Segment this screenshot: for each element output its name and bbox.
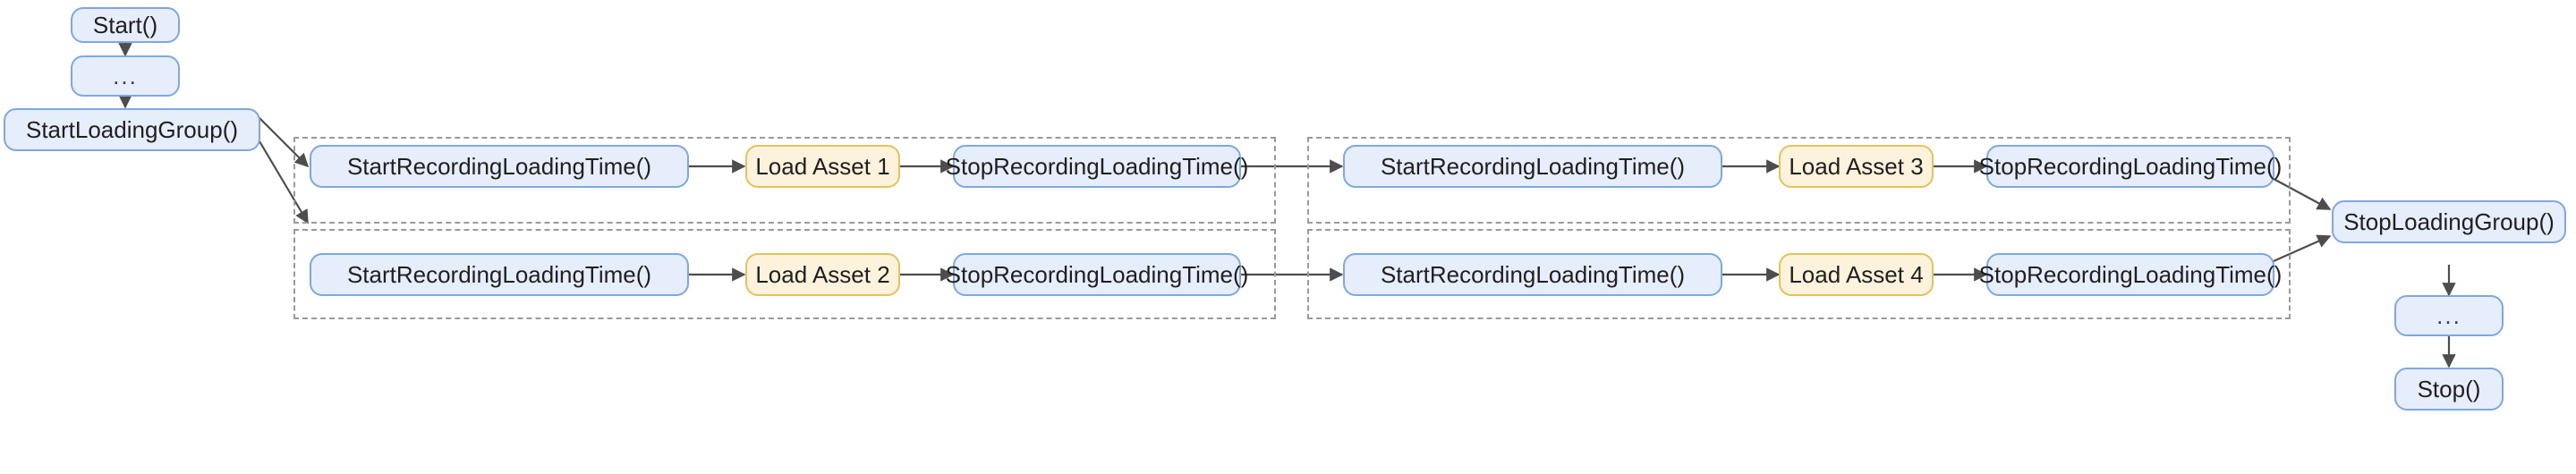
node-g2-l1-start-recording[interactable]: StartRecordingLoadingTime() <box>1343 145 1722 188</box>
node-start-label: Start() <box>92 11 158 38</box>
node-g1-l1-stop-recording-label: StopRecordingLoadingTime() <box>945 152 1249 180</box>
node-start-loading-group[interactable]: StartLoadingGroup() <box>4 108 260 151</box>
node-g1-l2-load-asset[interactable]: Load Asset 2 <box>745 253 900 296</box>
node-g1-l2-start-recording-label: StartRecordingLoadingTime() <box>346 260 652 288</box>
node-post-ellipsis[interactable]: ... <box>2394 295 2504 336</box>
node-g2-l1-load-asset[interactable]: Load Asset 3 <box>1779 145 1934 188</box>
node-g2-l1-stop-recording[interactable]: StopRecordingLoadingTime() <box>1979 145 2282 188</box>
node-g2-l2-start-recording[interactable]: StartRecordingLoadingTime() <box>1343 253 1722 296</box>
node-g1-l2-stop-recording[interactable]: StopRecordingLoadingTime() <box>946 253 1248 296</box>
node-stop-loading-group-label: StopLoadingGroup() <box>2343 207 2555 235</box>
node-g1-l1-stop-recording[interactable]: StopRecordingLoadingTime() <box>946 145 1248 188</box>
node-stop[interactable]: Stop() <box>2394 368 2504 411</box>
node-post-ellipsis-label: ... <box>2436 301 2461 329</box>
node-g2-l2-stop-recording[interactable]: StopRecordingLoadingTime() <box>1979 253 2282 296</box>
node-g1-l2-start-recording[interactable]: StartRecordingLoadingTime() <box>310 253 689 296</box>
node-g1-l1-start-recording[interactable]: StartRecordingLoadingTime() <box>310 145 689 188</box>
node-pre-ellipsis[interactable]: ... <box>71 55 180 97</box>
node-pre-ellipsis-label: ... <box>113 62 138 89</box>
node-stop-label: Stop() <box>2417 375 2481 402</box>
node-g2-l2-load-asset[interactable]: Load Asset 4 <box>1779 253 1934 296</box>
node-g2-l2-load-asset-label: Load Asset 4 <box>1789 260 1924 288</box>
node-g1-l2-load-asset-label: Load Asset 2 <box>755 260 890 288</box>
node-g2-l1-start-recording-label: StartRecordingLoadingTime() <box>1380 152 1686 180</box>
node-g1-l1-load-asset[interactable]: Load Asset 1 <box>745 145 900 188</box>
node-start-loading-group-label: StartLoadingGroup() <box>25 115 239 143</box>
node-stop-loading-group[interactable]: StopLoadingGroup() <box>2332 200 2566 243</box>
node-g1-l1-start-recording-label: StartRecordingLoadingTime() <box>346 152 652 180</box>
node-g2-l1-load-asset-label: Load Asset 3 <box>1789 152 1924 180</box>
node-g2-l2-stop-recording-label: StopRecordingLoadingTime() <box>1978 260 2283 288</box>
node-g2-l1-stop-recording-label: StopRecordingLoadingTime() <box>1978 152 2283 180</box>
node-g1-l2-stop-recording-label: StopRecordingLoadingTime() <box>945 260 1249 288</box>
node-start[interactable]: Start() <box>71 7 180 43</box>
node-g1-l1-load-asset-label: Load Asset 1 <box>755 152 890 180</box>
node-g2-l2-start-recording-label: StartRecordingLoadingTime() <box>1380 260 1686 288</box>
